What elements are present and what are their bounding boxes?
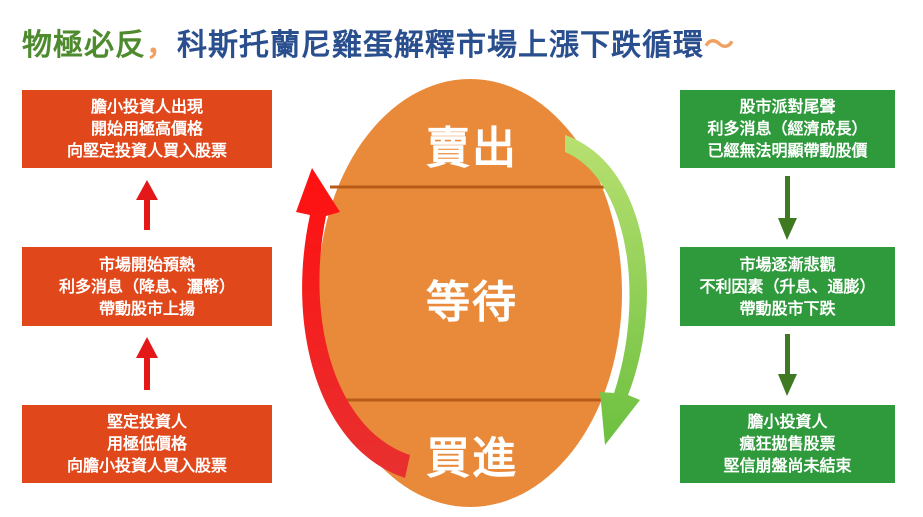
right-box-2: 市場逐漸悲觀不利因素（升息、通膨）帶動股市下跌: [680, 247, 895, 326]
title-part1: 物極必反: [22, 28, 146, 63]
up-arrow-2: [136, 337, 158, 390]
box-line: 向膽小投資人買入股票: [66, 456, 227, 475]
title-tail: ～: [704, 28, 735, 63]
left-box-3: 堅定投資人用極低價格向膽小投資人買入股票: [22, 405, 272, 483]
page-title: 物極必反，科斯托蘭尼雞蛋解釋市場上漲下跌循環～: [22, 20, 735, 64]
title-part2: 科斯托蘭尼雞蛋解釋市場上漲下跌循環: [177, 28, 704, 63]
box-line: 利多消息（經濟成長）: [707, 119, 868, 138]
down-arrow-2: [778, 334, 797, 396]
box-line: 膽小投資人出現: [90, 97, 203, 116]
box-line: 市場開始預熱: [98, 254, 195, 274]
box-line: 帶動股市下跌: [739, 298, 836, 318]
red-cycle-arrow: [296, 168, 410, 478]
box-line: 開始用極高價格: [90, 119, 203, 138]
box-line: 已經無法明顯帶動股價: [707, 141, 868, 160]
box-line: 向堅定投資人買入股票: [66, 141, 227, 160]
green-cycle-arrow: [565, 135, 648, 445]
egg-label-buy: 買進: [426, 433, 518, 484]
box-line: 瘋狂拋售股票: [739, 434, 836, 453]
box-line: 不利因素（升息、通膨）: [699, 276, 876, 296]
right-box-1: 股市派對尾聲利多消息（經濟成長） 已經無法明顯帶動股價: [680, 90, 895, 168]
egg-label-wait: 等待: [426, 277, 518, 328]
right-box-3: 膽小投資人瘋狂拋售股票堅信崩盤尚未結束: [680, 405, 895, 483]
down-arrow-1: [778, 176, 797, 240]
left-box-1: 膽小投資人出現開始用極高價格向堅定投資人買入股票: [22, 90, 272, 168]
box-line: 股市派對尾聲: [739, 97, 836, 116]
egg-label-sell: 賣出: [426, 123, 518, 174]
box-line: 堅定投資人: [106, 412, 187, 431]
box-line: 市場逐漸悲觀: [739, 254, 836, 274]
title-separator: ，: [146, 28, 177, 63]
box-line: 用極低價格: [106, 434, 187, 453]
box-line: 利多消息（降息、灑幣）: [58, 276, 235, 296]
up-arrow-1: [136, 180, 158, 230]
box-line: 帶動股市上揚: [98, 298, 195, 318]
left-box-2: 市場開始預熱利多消息（降息、灑幣）帶動股市上揚: [22, 247, 272, 326]
box-line: 堅信崩盤尚未結束: [723, 456, 852, 475]
box-line: 膽小投資人: [747, 412, 828, 431]
